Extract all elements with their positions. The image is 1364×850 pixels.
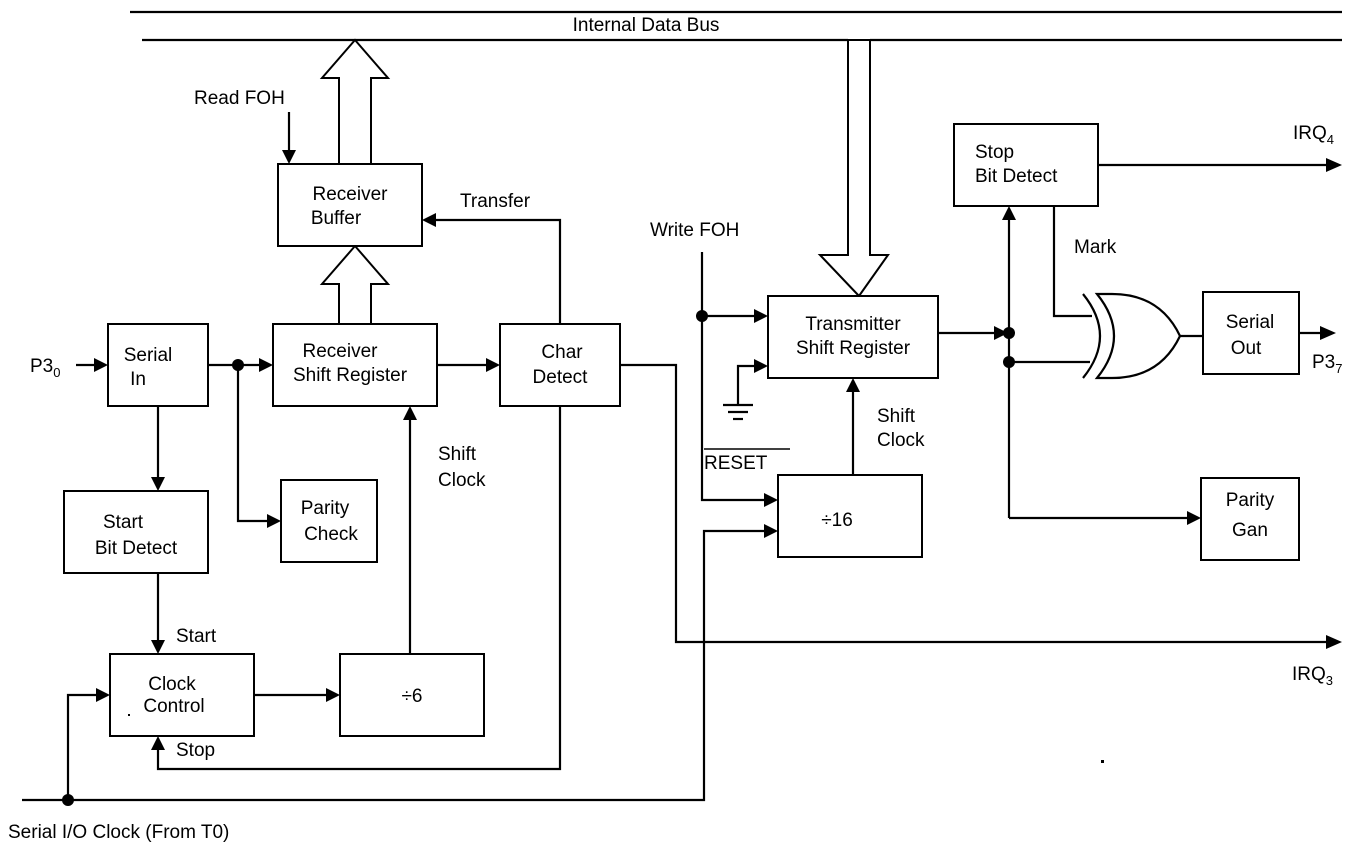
parity-gen-label-1: Parity	[1226, 490, 1275, 511]
reset-label: RESET	[704, 453, 768, 474]
tx-shift-clock-label-2: Clock	[877, 430, 925, 451]
irq3-label: IRQ3	[1292, 664, 1333, 688]
start-bit-detect-label-2: Bit Detect	[95, 538, 178, 559]
bus-to-transmitter-arrow	[817, 39, 890, 298]
serial-out-label-1: Serial	[1226, 312, 1275, 333]
start-label: Start	[176, 626, 217, 647]
transfer-label: Transfer	[460, 191, 531, 212]
start-bit-detect-block: Start Bit Detect	[63, 490, 209, 574]
serial-out-block: Serial Out	[1202, 291, 1300, 375]
xor-gate	[1082, 292, 1182, 380]
transmitter-shift-register-block: Transmitter Shift Register	[767, 295, 939, 379]
clock-control-block: Clock Control	[109, 653, 255, 737]
clock-control-mark	[128, 714, 130, 716]
char-detect-label-2: Detect	[533, 367, 589, 388]
tx-shift-clock-label-1: Shift	[877, 406, 916, 427]
receiver-shift-register-label-2: Shift Register	[293, 365, 408, 386]
serial-in-label-1: Serial	[124, 345, 173, 366]
p3-7-base: P3	[1312, 352, 1335, 373]
p3-0-sub: 0	[53, 365, 60, 380]
start-bit-detect-label-1: Start	[103, 512, 144, 533]
irq4-base: IRQ	[1293, 123, 1327, 144]
stop-bit-detect-label-1: Stop	[975, 142, 1014, 163]
junction-dots	[62, 310, 1104, 806]
p3-0-label: P30	[30, 356, 60, 380]
char-detect-label-1: Char	[541, 342, 583, 363]
internal-data-bus-label: Internal Data Bus	[573, 15, 720, 36]
clock-control-label-1: Clock	[148, 674, 196, 695]
p3-0-base: P3	[30, 356, 53, 377]
mark-label: Mark	[1074, 237, 1117, 258]
clock-control-label-2: Control	[143, 696, 204, 717]
receiver-buffer-block: Receiver Buffer	[277, 163, 423, 247]
serial-in-label-2: In	[130, 369, 146, 390]
rx-shift-clock-label-2: Clock	[438, 470, 486, 491]
serial-io-clock-label: Serial I/O Clock (From T0)	[8, 822, 229, 843]
irq3-sub: 3	[1326, 673, 1333, 688]
irq4-label: IRQ4	[1293, 123, 1334, 147]
arrowheads	[94, 150, 1342, 750]
receiver-shift-register-label-1: Receiver	[303, 341, 379, 362]
rx-shift-clock-label-1: Shift	[438, 444, 477, 465]
parity-gen-block: Parity Gan	[1200, 477, 1300, 561]
stop-bit-detect-block: Stop Bit Detect	[953, 123, 1099, 207]
read-foh-label: Read FOH	[194, 88, 285, 109]
receiver-buffer-label-1: Receiver	[313, 184, 389, 205]
receiver-buffer-label-2: Buffer	[311, 208, 362, 229]
divide-6-label: ÷6	[402, 686, 423, 707]
write-foh-label: Write FOH	[650, 220, 739, 241]
transmitter-shift-register-label-1: Transmitter	[805, 314, 901, 335]
stop-bit-detect-label-2: Bit Detect	[975, 166, 1058, 187]
parity-check-block: Parity Check	[280, 479, 378, 563]
serial-out-label-2: Out	[1231, 338, 1262, 359]
divide-6-block: ÷6	[339, 653, 485, 737]
parity-check-label-2: Check	[304, 524, 358, 545]
serial-in-block: Serial In	[107, 323, 209, 407]
receiver-buffer-to-bus-arrow	[319, 38, 391, 165]
stop-label: Stop	[176, 740, 215, 761]
divide-16-block: ÷16	[777, 474, 923, 558]
receiver-shift-register-block: Receiver Shift Register	[272, 323, 438, 407]
p3-7-label: P37	[1312, 352, 1342, 376]
wires	[22, 112, 1328, 802]
parity-gen-label-2: Gan	[1232, 520, 1268, 541]
irq4-sub: 4	[1327, 132, 1334, 147]
char-detect-block: Char Detect	[499, 323, 621, 407]
divide-16-label: ÷16	[821, 510, 853, 531]
parity-check-label-1: Parity	[301, 498, 350, 519]
irq3-base: IRQ	[1292, 664, 1326, 685]
p3-7-sub: 7	[1335, 361, 1342, 376]
internal-data-bus: Internal Data Bus	[130, 10, 1342, 42]
shift-register-to-buffer-arrow	[319, 244, 391, 325]
transmitter-shift-register-label-2: Shift Register	[796, 338, 911, 359]
